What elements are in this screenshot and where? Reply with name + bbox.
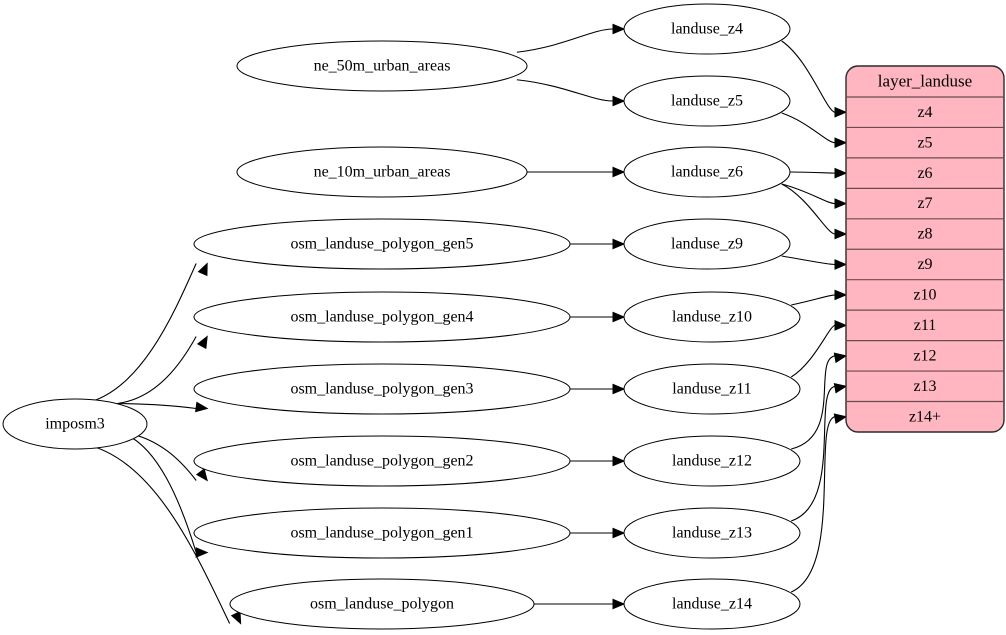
edge-osm-landuse-polygon-gen1-to-landuse-z13 <box>570 527 626 539</box>
node-label: osm_landuse_polygon_gen1 <box>290 525 473 542</box>
node-osm-landuse-polygon-gen3[interactable]: osm_landuse_polygon_gen3 <box>193 363 571 415</box>
edge-osm-landuse-polygon-gen5-to-landuse-z9 <box>570 238 626 250</box>
node-landuse-z4[interactable]: landuse_z4 <box>623 3 791 55</box>
table-row-z14[interactable]: z14+ <box>909 408 941 425</box>
node-imposm3[interactable]: imposm3 <box>2 398 148 450</box>
node-label: osm_landuse_polygon_gen4 <box>290 309 473 326</box>
node-label: osm_landuse_polygon <box>310 596 454 613</box>
node-landuse-z6[interactable]: landuse_z6 <box>623 146 791 198</box>
node-label: landuse_z11 <box>672 381 751 398</box>
edge-osm-landuse-polygon-gen4-to-landuse-z10 <box>570 311 626 323</box>
nodes-layer: imposm3 ne_50m_urban_areas ne_10m_urban_ar… <box>2 3 801 630</box>
table-row-z11[interactable]: z11 <box>914 317 937 334</box>
node-label: osm_landuse_polygon_gen5 <box>290 236 473 253</box>
node-ne-50m-urban-areas[interactable]: ne_50m_urban_areas <box>236 40 528 92</box>
edge-ne-50m-urban-areas-to-landuse-z4 <box>516 23 626 53</box>
edge-imposm3-to-osm-landuse-polygon <box>83 443 242 625</box>
table-row-z12[interactable]: z12 <box>913 347 936 364</box>
edge-landuse-z11-to-table-z11 <box>790 320 848 378</box>
table-row-z7[interactable]: z7 <box>917 195 932 212</box>
edge-imposm3-to-osm-landuse-polygon-gen5 <box>83 262 208 405</box>
edge-imposm3-to-osm-landuse-polygon-gen1 <box>117 430 209 558</box>
node-landuse-z11[interactable]: landuse_z11 <box>623 363 801 415</box>
edge-landuse-z6-to-table-z6 <box>789 167 848 179</box>
node-landuse-z9[interactable]: landuse_z9 <box>623 218 791 270</box>
node-landuse-z14[interactable]: landuse_z14 <box>623 578 801 630</box>
node-label: ne_10m_urban_areas <box>314 164 451 181</box>
edge-landuse-z4-to-table-z4 <box>781 40 848 118</box>
edge-osm-landuse-polygon-to-landuse-z14 <box>534 598 626 610</box>
table-row-z4[interactable]: z4 <box>917 104 932 121</box>
node-label: landuse_z14 <box>672 596 752 613</box>
node-label: landuse_z5 <box>671 93 743 110</box>
table-row-z5[interactable]: z5 <box>917 134 932 151</box>
node-label: landuse_z10 <box>672 309 752 326</box>
edge-imposm3-to-osm-landuse-polygon-gen4 <box>117 335 208 405</box>
node-ne-10m-urban-areas[interactable]: ne_10m_urban_areas <box>236 146 528 198</box>
table-row-z13[interactable]: z13 <box>913 378 936 395</box>
table-node-layer: layer_landuse z4 z5 z6 z7 z8 z9 z10 z11 z12 z13 z14… <box>845 65 1005 433</box>
table-node-layer-landuse[interactable]: layer_landuse z4 z5 z6 z7 z8 z9 z10 z11 z12 z13 z14… <box>845 65 1005 433</box>
edge-landuse-z14-to-table-z14 <box>790 413 848 593</box>
node-osm-landuse-polygon-gen4[interactable]: osm_landuse_polygon_gen4 <box>193 291 571 343</box>
edge-osm-landuse-polygon-gen2-to-landuse-z12 <box>570 455 626 467</box>
table-row-z8[interactable]: z8 <box>917 226 932 243</box>
node-label: imposm3 <box>45 416 105 433</box>
edge-landuse-z5-to-table-z5 <box>781 112 848 149</box>
node-osm-landuse-polygon-gen5[interactable]: osm_landuse_polygon_gen5 <box>193 218 571 270</box>
node-osm-landuse-polygon[interactable]: osm_landuse_polygon <box>229 578 535 630</box>
table-row-z10[interactable]: z10 <box>913 287 936 304</box>
edge-ne-10m-urban-areas-to-landuse-z6 <box>526 166 626 178</box>
edge-landuse-z6-to-table-z7 <box>781 183 848 209</box>
edge-osm-landuse-polygon-gen3-to-landuse-z11 <box>570 383 626 395</box>
node-label: landuse_z4 <box>671 21 743 38</box>
table-title: layer_landuse <box>878 71 972 90</box>
table-row-z6[interactable]: z6 <box>917 165 932 182</box>
node-label: landuse_z6 <box>671 164 743 181</box>
edge-landuse-z13-to-table-z13 <box>791 382 848 522</box>
node-label: osm_landuse_polygon_gen3 <box>290 381 473 398</box>
edge-landuse-z12-to-table-z12 <box>791 352 848 450</box>
node-label: ne_50m_urban_areas <box>314 58 451 75</box>
node-label: landuse_z13 <box>672 525 752 542</box>
node-osm-landuse-polygon-gen1[interactable]: osm_landuse_polygon_gen1 <box>193 507 571 559</box>
node-landuse-z5[interactable]: landuse_z5 <box>623 75 791 127</box>
edge-landuse-z6-to-table-z8 <box>781 183 848 240</box>
edge-landuse-z9-to-table-z9 <box>781 255 848 270</box>
node-osm-landuse-polygon-gen2[interactable]: osm_landuse_polygon_gen2 <box>193 435 571 487</box>
edge-ne-50m-urban-areas-to-landuse-z5 <box>516 79 626 107</box>
edge-imposm3-to-osm-landuse-polygon-gen3 <box>117 401 209 413</box>
node-label: osm_landuse_polygon_gen2 <box>290 453 473 470</box>
node-landuse-z10[interactable]: landuse_z10 <box>623 291 801 343</box>
node-landuse-z12[interactable]: landuse_z12 <box>623 435 801 487</box>
node-label: landuse_z9 <box>671 236 743 253</box>
node-landuse-z13[interactable]: landuse_z13 <box>623 507 801 559</box>
table-row-z9[interactable]: z9 <box>917 256 932 273</box>
node-label: landuse_z12 <box>672 453 752 470</box>
edge-landuse-z10-to-table-z10 <box>791 289 848 306</box>
